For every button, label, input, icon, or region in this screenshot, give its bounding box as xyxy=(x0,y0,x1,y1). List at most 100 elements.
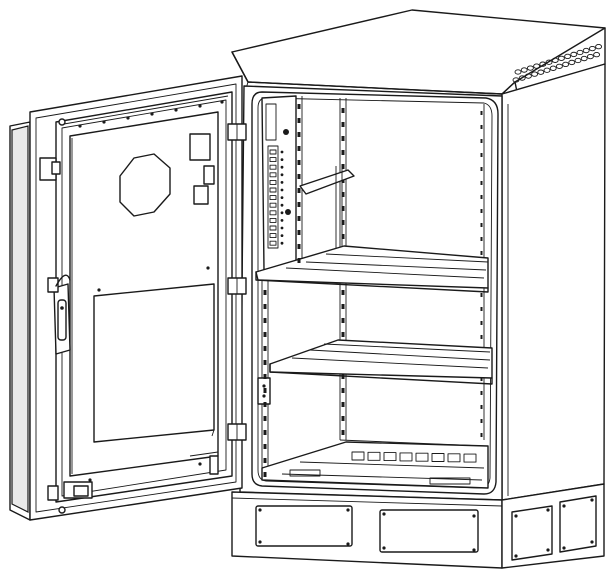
louvre-slot xyxy=(518,75,526,81)
terminal xyxy=(269,210,277,216)
terminal xyxy=(269,195,277,201)
rail-hole xyxy=(341,304,345,309)
rail-hole xyxy=(263,416,267,421)
plinth-screw xyxy=(382,546,386,550)
terminal xyxy=(269,202,277,208)
louvre-slot xyxy=(564,53,572,60)
cutout-rect-top xyxy=(189,133,211,161)
floor-slot xyxy=(399,452,413,462)
rail-hole xyxy=(263,360,267,365)
terminal xyxy=(269,217,277,223)
terminal-screw xyxy=(280,219,284,222)
rail-hole xyxy=(480,223,483,227)
terminal-screw xyxy=(280,181,284,184)
rail-hole xyxy=(480,321,483,325)
terminal-screw xyxy=(280,165,284,169)
door-handle-lock[interactable] xyxy=(47,274,71,355)
rail-hole xyxy=(263,304,267,309)
terminal-screw xyxy=(280,158,284,162)
louvre-slot xyxy=(514,69,522,75)
door-screw xyxy=(88,478,92,482)
plinth-screw xyxy=(382,512,386,516)
hinge-middle xyxy=(227,277,247,295)
rail-hole xyxy=(341,136,345,141)
terminal-array xyxy=(269,149,284,246)
rail-hole xyxy=(480,181,483,185)
floor-slot xyxy=(383,452,397,462)
louvre-slot xyxy=(531,71,539,77)
terminal xyxy=(269,240,277,246)
rail-hole xyxy=(480,335,483,339)
floor-slot xyxy=(447,453,461,463)
louvre-slot xyxy=(543,67,551,73)
louvre-slot xyxy=(520,67,528,73)
plinth-screw xyxy=(514,554,518,558)
rail-hole xyxy=(480,153,483,157)
plinth-screw xyxy=(546,548,550,552)
louvre-slot xyxy=(545,59,553,65)
terminal-screw xyxy=(280,188,284,192)
louvre-slot xyxy=(555,63,563,70)
louvre-slot xyxy=(576,49,584,56)
floor-slot xyxy=(463,453,477,463)
door-screw xyxy=(78,124,82,128)
door-screw xyxy=(126,116,130,120)
terminal-screw xyxy=(280,203,284,207)
door-screw xyxy=(220,100,224,104)
rail-hole xyxy=(480,405,483,409)
louvre-slot xyxy=(586,53,594,60)
rail-hole xyxy=(480,377,483,381)
plinth-screw xyxy=(546,508,550,512)
floor-slot xyxy=(431,453,445,462)
terminal-screw xyxy=(280,196,284,200)
louvre-slot xyxy=(551,57,559,63)
rail-hole xyxy=(297,230,301,235)
rail-hole xyxy=(341,430,345,435)
rail-hole xyxy=(341,220,345,225)
terminal xyxy=(269,157,277,163)
rail-hole xyxy=(341,122,345,127)
plinth-screw xyxy=(514,514,518,518)
plinth-screw xyxy=(346,542,350,546)
door-screw xyxy=(198,104,202,108)
plinth-screw xyxy=(472,514,476,518)
terminal-screw xyxy=(280,211,284,215)
floor-slot xyxy=(429,477,471,485)
rail-hole xyxy=(263,388,267,393)
cutout-rect-low xyxy=(193,185,209,205)
rail-hole xyxy=(297,118,301,123)
plinth-screw xyxy=(346,508,350,512)
rail-hole xyxy=(297,174,301,179)
terminal xyxy=(269,233,277,239)
floor-slot xyxy=(415,452,429,462)
floor-slot xyxy=(351,451,365,461)
middle-shelf xyxy=(269,339,493,385)
terminal xyxy=(269,225,277,231)
door-upper-latch xyxy=(39,157,61,181)
cabinet-side-panel xyxy=(501,63,606,501)
rail-hole xyxy=(263,332,267,337)
rail-hole xyxy=(341,416,345,421)
door-lower-bracket xyxy=(209,455,219,475)
cabinet-door xyxy=(9,75,243,521)
cutout-rect-mid xyxy=(203,165,215,185)
rail-hole xyxy=(263,444,267,449)
louvre-slot xyxy=(512,77,520,83)
rail-hole xyxy=(297,104,301,109)
louvre-slot xyxy=(580,55,588,62)
plinth-side-panel-right xyxy=(559,495,597,553)
rail-hole xyxy=(480,251,483,255)
plinth-screw xyxy=(590,540,594,544)
louvre-slot xyxy=(539,61,547,67)
rail-hole xyxy=(480,391,483,395)
rail-hole xyxy=(341,164,345,169)
floor-slot xyxy=(289,469,321,477)
door-screw xyxy=(198,462,202,466)
rail-hole xyxy=(263,346,267,351)
rail-hole xyxy=(480,293,483,297)
rail-hole xyxy=(341,402,345,407)
plinth-screw xyxy=(590,498,594,502)
rail-hole xyxy=(341,290,345,295)
rail-hole xyxy=(263,458,267,463)
